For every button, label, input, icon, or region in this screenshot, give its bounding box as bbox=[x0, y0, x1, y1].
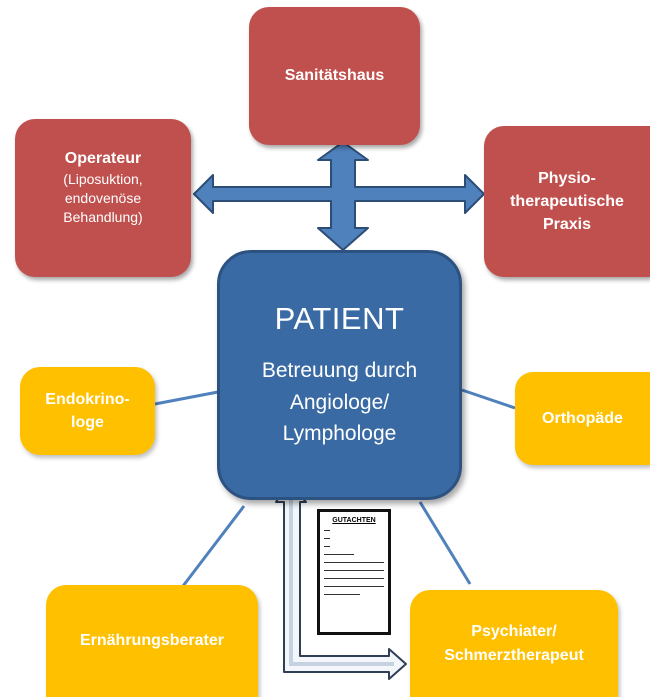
doc-line bbox=[324, 594, 360, 595]
physio-box: Physio- therapeutische Praxis bbox=[484, 126, 650, 277]
endokrinologe-label-2: loge bbox=[71, 414, 104, 431]
sanitaetshaus-box: Sanitätshaus bbox=[249, 7, 420, 145]
gutachten-document: GUTACHTEN bbox=[317, 509, 391, 635]
psychiater-label-1: Psychiater/ bbox=[471, 623, 557, 641]
orthopaede-box: Orthopäde bbox=[515, 372, 650, 465]
connector-psychiater bbox=[418, 501, 472, 585]
psychiater-label-2: Schmerztherapeut bbox=[444, 646, 584, 664]
patient-subtitle-2: Angiologe/ bbox=[289, 390, 390, 414]
connector-orthopaede bbox=[461, 388, 516, 410]
doc-line bbox=[324, 570, 384, 571]
operateur-detail-2: endovenöse bbox=[64, 190, 142, 207]
doc-line bbox=[324, 586, 384, 587]
doc-line bbox=[324, 538, 330, 539]
operateur-label: Operateur bbox=[64, 150, 142, 168]
endokrinologe-box: Endokrino- loge bbox=[20, 367, 155, 455]
physio-label-1: Physio- bbox=[538, 169, 596, 187]
doc-line bbox=[324, 546, 330, 547]
physio-label-2: therapeutische bbox=[510, 192, 624, 210]
patient-title: PATIENT bbox=[274, 301, 405, 337]
patient-subtitle-1: Betreuung durch bbox=[261, 359, 418, 383]
operateur-box: Operateur (Liposuktion, endovenöse Behan… bbox=[15, 119, 191, 277]
doc-line bbox=[324, 530, 330, 531]
operateur-detail-3: Behandlung) bbox=[63, 209, 143, 226]
sanitaetshaus-label: Sanitätshaus bbox=[284, 67, 385, 85]
connector-ernaehrungsberater bbox=[178, 505, 246, 591]
ernaehrungsberater-box: Ernährungsberater bbox=[46, 585, 258, 697]
patient-subtitle-3: Lymphologe bbox=[282, 422, 397, 446]
endokrinologe-label-1: Endokrino- bbox=[45, 390, 130, 408]
orthopaede-label: Orthopäde bbox=[542, 409, 623, 427]
four-way-arrow bbox=[193, 141, 485, 251]
gutachten-title: GUTACHTEN bbox=[332, 517, 376, 524]
doc-line bbox=[324, 562, 384, 563]
physio-label-3: Praxis bbox=[542, 216, 592, 234]
ernaehrungsberater-label: Ernährungsberater bbox=[79, 632, 225, 650]
psychiater-box: Psychiater/ Schmerztherapeut bbox=[410, 590, 618, 697]
doc-line bbox=[324, 554, 354, 555]
doc-line bbox=[324, 578, 384, 579]
operateur-detail-1: (Liposuktion, bbox=[63, 171, 143, 188]
patient-box: PATIENT Betreuung durch Angiologe/ Lymph… bbox=[217, 250, 462, 500]
connector-endokrinologe bbox=[154, 390, 219, 406]
